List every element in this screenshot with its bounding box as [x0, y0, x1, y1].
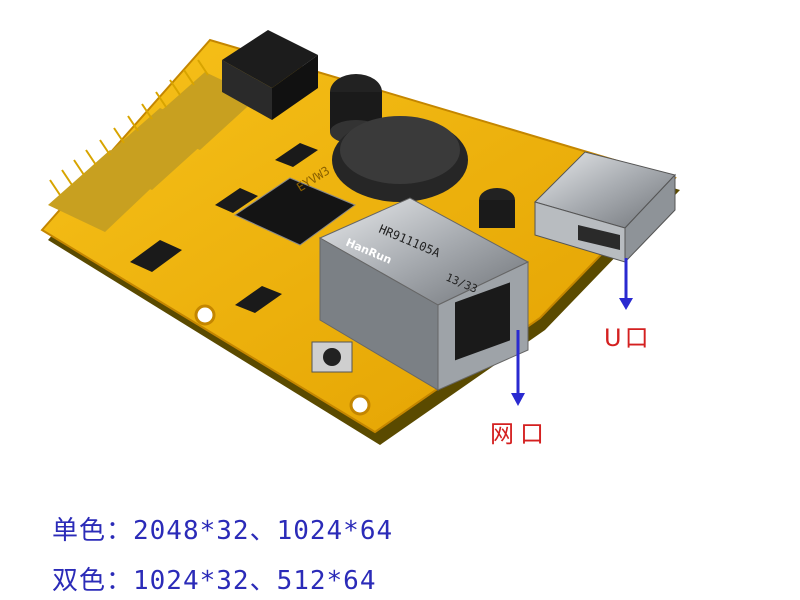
ethernet-port-label: 网口: [490, 420, 550, 448]
power-connector: [222, 30, 318, 120]
usb-callout-arrow: [619, 258, 633, 310]
main-ic-chip: [233, 177, 357, 246]
usb-port-label: U口: [604, 324, 652, 352]
ethernet-port: HanRun HR911105A 13/33: [318, 197, 530, 391]
battery-holder: [332, 116, 468, 202]
ethernet-callout-arrow: [511, 330, 525, 406]
dual-color-spec: 双色：1024*32、512*64: [52, 566, 377, 596]
reset-button: [311, 341, 353, 373]
usb-port: [534, 151, 676, 264]
mono-color-spec: 单色：2048*32、1024*64: [52, 516, 394, 546]
small-ics: [130, 143, 318, 313]
